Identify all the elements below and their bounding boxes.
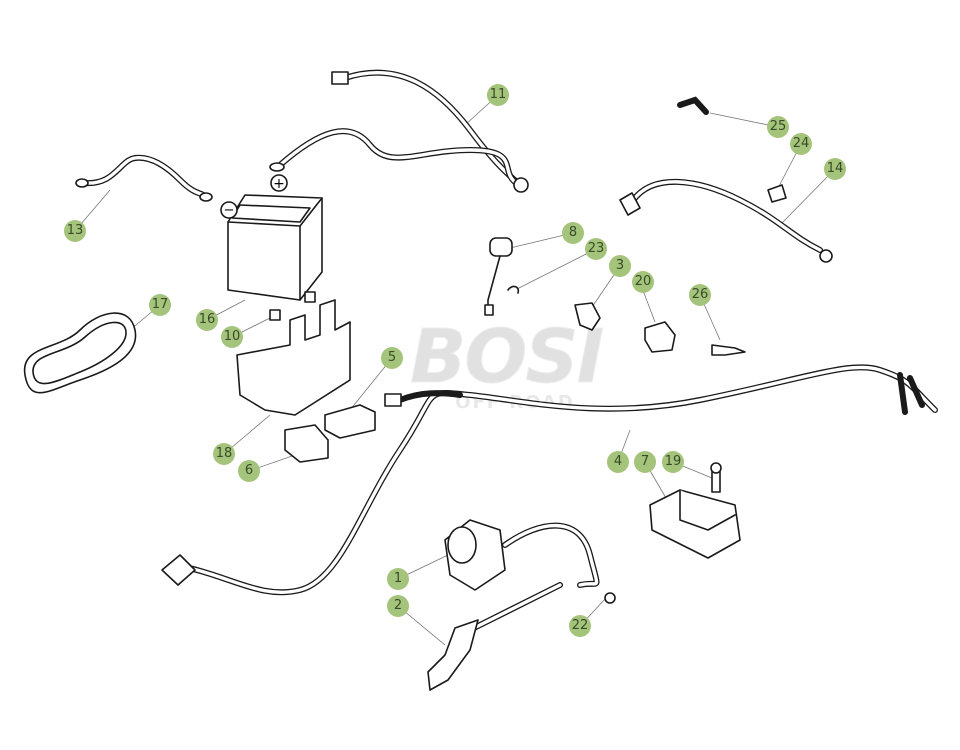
negative-terminal-icon xyxy=(220,201,238,219)
part-callout-8[interactable]: 8 xyxy=(562,222,584,244)
battery-cable xyxy=(269,69,529,193)
negative-terminal-label: − xyxy=(224,203,235,218)
part-callout-18[interactable]: 18 xyxy=(213,443,235,465)
positive-terminal-label: + xyxy=(273,176,285,192)
part-callout-7[interactable]: 7 xyxy=(634,451,656,473)
ignition-coil xyxy=(427,519,616,691)
nut xyxy=(269,309,281,321)
part-callout-19[interactable]: 19 xyxy=(662,451,684,473)
part-callout-22[interactable]: 22 xyxy=(569,615,591,637)
part-callout-11[interactable]: 11 xyxy=(487,84,509,106)
rubber-band xyxy=(23,312,137,394)
part-callout-26[interactable]: 26 xyxy=(689,284,711,306)
main-harness xyxy=(161,364,938,596)
part-callout-4[interactable]: 4 xyxy=(607,451,629,473)
part-callout-6[interactable]: 6 xyxy=(238,460,260,482)
fuse-holder xyxy=(284,424,329,463)
part-callout-20[interactable]: 20 xyxy=(632,271,654,293)
nut xyxy=(304,291,316,303)
battery xyxy=(227,194,323,301)
part-callout-14[interactable]: 14 xyxy=(824,158,846,180)
part-callout-1[interactable]: 1 xyxy=(387,568,409,590)
small-electrical-parts xyxy=(484,237,746,356)
part-callout-16[interactable]: 16 xyxy=(196,309,218,331)
part-callout-5[interactable]: 5 xyxy=(381,347,403,369)
part-callout-23[interactable]: 23 xyxy=(585,238,607,260)
ground-cable xyxy=(75,154,213,202)
part-callout-10[interactable]: 10 xyxy=(221,326,243,348)
battery-bracket xyxy=(236,299,351,416)
positive-terminal-icon xyxy=(270,174,288,192)
part-callout-17[interactable]: 17 xyxy=(149,294,171,316)
spark-plug-cable xyxy=(619,96,833,263)
regulator xyxy=(649,462,741,559)
part-callout-2[interactable]: 2 xyxy=(387,595,409,617)
relay xyxy=(324,404,376,439)
part-callout-25[interactable]: 25 xyxy=(767,116,789,138)
part-callout-24[interactable]: 24 xyxy=(790,133,812,155)
part-callout-13[interactable]: 13 xyxy=(64,220,86,242)
part-callout-3[interactable]: 3 xyxy=(609,255,631,277)
